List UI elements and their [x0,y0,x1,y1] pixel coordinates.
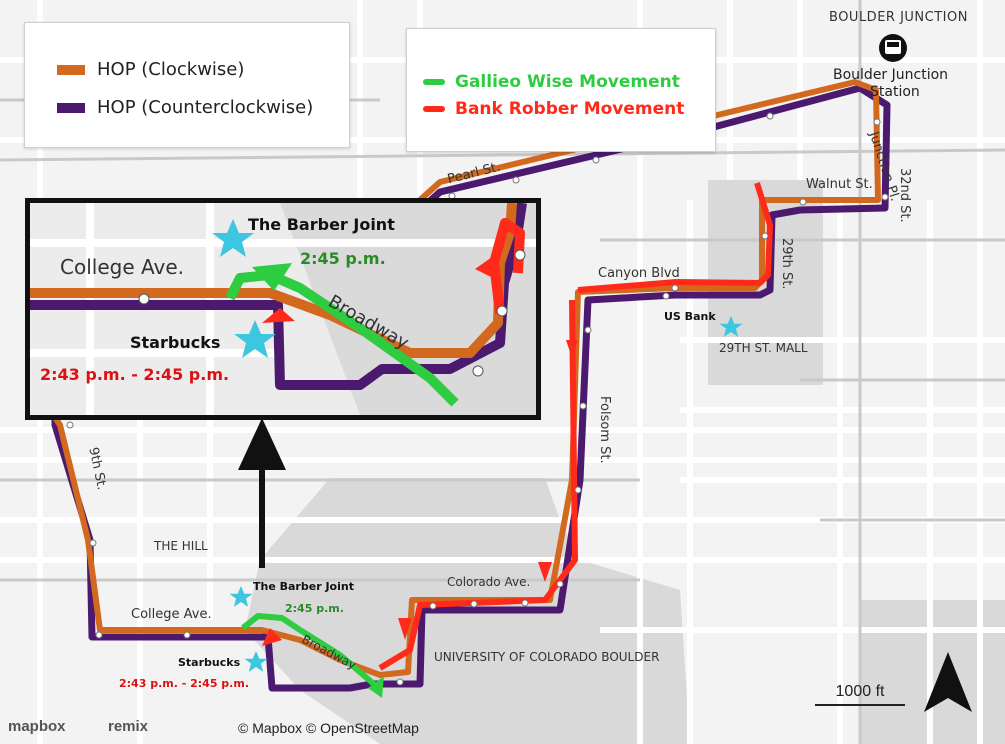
walnut-street-label: Walnut St. [806,177,873,192]
star-marker-icon [212,219,276,358]
galileo-arrowhead [368,676,384,698]
legend-label: Bank Robber Movement [455,99,685,119]
legend-label: Gallieo Wise Movement [455,72,680,92]
29th-street-label: 29th St. [779,238,794,290]
barber-joint-label: The Barber Joint [253,580,354,593]
legend-item-counterclockwise: HOP (Counterclockwise) [57,97,313,118]
hop-legend: HOP (Clockwise) HOP (Counterclockwise) [24,22,350,148]
robber-arrowheads [262,340,578,646]
north-arrow-icon [924,652,972,712]
the-hill-label: THE HILL [154,539,208,553]
inset-robber-time-label: 2:43 p.m. - 2:45 p.m. [40,365,230,384]
star-marker-icon [229,316,743,672]
canyon-blvd-label: Canyon Blvd [598,266,680,281]
inset-college-ave-label: College Ave. [60,255,184,279]
inset-galileo-time-label: 2:45 p.m. [300,249,386,268]
folsom-street-label: Folsom St. [597,396,612,464]
station-label-line2: Station [870,84,920,100]
mapbox-logo-text: mapbox [8,718,66,735]
hop-counterclockwise-route [51,84,891,692]
legend-item-galileo: Gallieo Wise Movement [423,72,680,92]
scale-bar: 1000 ft [815,683,905,706]
starbucks-label: Starbucks [178,656,241,669]
bus-stops [66,112,889,686]
robber-swatch [423,106,445,112]
cu-boulder-label: UNIVERSITY OF COLORADO BOULDER [434,650,660,664]
colorado-ave-label: Colorado Ave. [447,575,531,589]
boulder-junction-label: BOULDER JUNCTION [829,10,968,25]
zoom-inset: College Ave. Broadway The Barber Joint 2… [25,198,541,420]
legend-item-robber: Bank Robber Movement [423,99,684,119]
galileo-route [241,613,377,688]
clockwise-swatch [57,64,85,75]
29th-st-mall-label: 29TH ST. MALL [719,341,808,355]
remix-logo-text: remix [108,718,149,735]
counterclockwise-swatch [57,102,85,113]
bus-stop-icon [879,34,907,62]
station-label-line1: Boulder Junction [833,67,949,83]
inset-pointer-arrow [238,418,286,568]
scale-label: 1000 ft [835,683,885,700]
scale-line [815,704,905,706]
legend-item-clockwise: HOP (Clockwise) [57,59,244,80]
us-bank-label: US Bank [664,310,716,323]
legend-label: HOP (Counterclockwise) [97,97,314,118]
remix-logo-icon[interactable]: remix [108,718,148,735]
movement-legend: Gallieo Wise Movement Bank Robber Moveme… [406,28,716,152]
robber-time-label: 2:43 p.m. - 2:45 p.m. [119,677,249,690]
32nd-street-label: 32nd St. [897,168,912,223]
galileo-time-label: 2:45 p.m. [285,602,344,615]
legend-label: HOP (Clockwise) [97,59,245,80]
attribution-credits[interactable]: © Mapbox © OpenStreetMap [238,720,419,736]
inset-map [30,203,536,415]
college-ave-label: College Ave. [131,607,212,622]
bank-robber-route [378,182,773,671]
galileo-swatch [423,79,445,85]
inset-barber-joint-label: The Barber Joint [248,215,395,234]
inset-starbucks-label: Starbucks [130,333,221,352]
mapbox-logo-icon[interactable]: mapbox [8,718,66,735]
